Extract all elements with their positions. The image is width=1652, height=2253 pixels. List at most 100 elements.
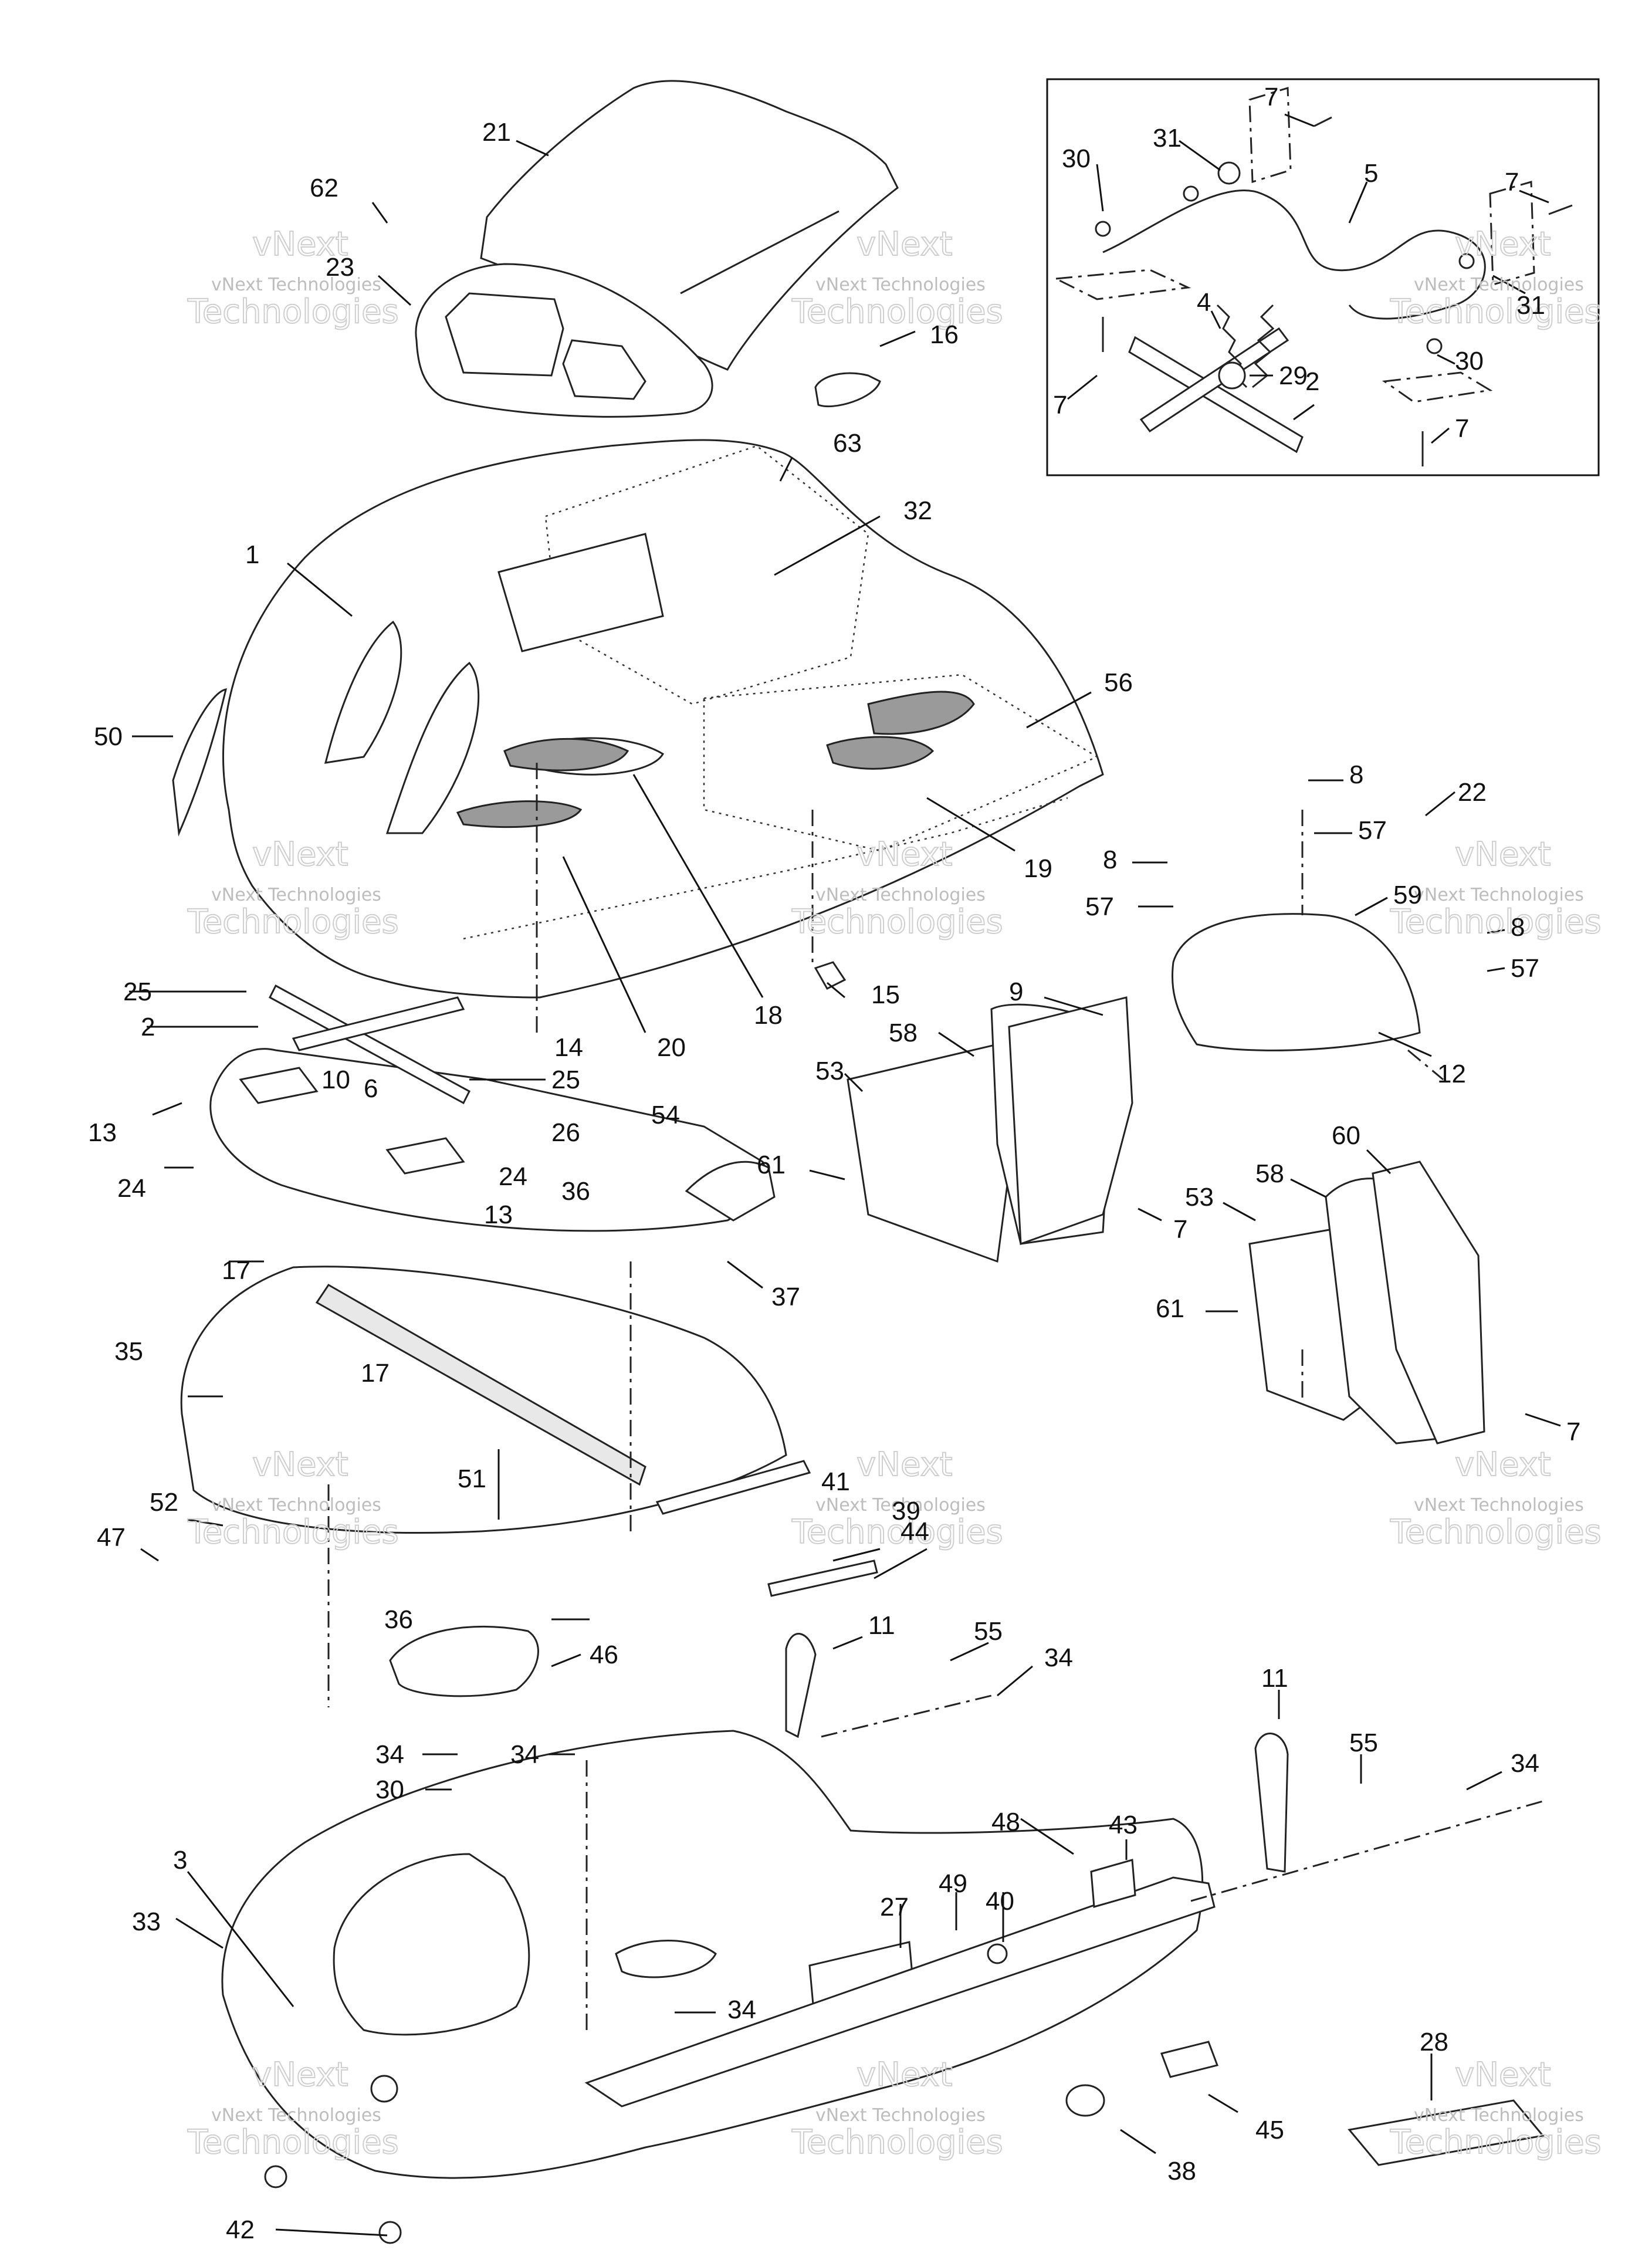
svg-text:vNext: vNext — [252, 1446, 348, 1484]
inset-plate-left — [1052, 269, 1191, 300]
callout-10: 10 — [321, 1065, 350, 1094]
svg-text:Technologies: Technologies — [1390, 293, 1602, 331]
callout-7b: 7 — [1566, 1418, 1580, 1446]
washer-40 — [987, 1943, 1008, 1964]
hood — [222, 439, 1104, 999]
callout-7c: 7 — [1264, 83, 1278, 111]
callout-2a: 2 — [141, 1013, 155, 1041]
hook-11a — [785, 1633, 817, 1738]
handle-16 — [814, 372, 881, 408]
svg-text:Technologies: Technologies — [791, 2123, 1003, 2161]
callout-4: 4 — [1197, 288, 1211, 317]
callout-54: 54 — [651, 1101, 680, 1129]
callout-19: 19 — [1024, 854, 1052, 883]
leader-lines — [129, 113, 1561, 2237]
callout-37: 37 — [771, 1283, 800, 1311]
svg-text:vNext Technologies: vNext Technologies — [815, 1495, 986, 1515]
callout-57c: 57 — [1511, 954, 1539, 983]
callout-29: 29 — [1279, 361, 1308, 390]
assembly-lines — [327, 763, 1543, 2036]
nut-42b — [378, 2221, 402, 2244]
support-rod-a — [269, 984, 470, 1105]
callout-36b: 36 — [384, 1605, 413, 1634]
watermark-9: vNext vNext Technologies Technologies — [1389, 1445, 1602, 1552]
callout-13b: 13 — [484, 1200, 513, 1229]
inset-frame — [1046, 78, 1600, 476]
watermark-11: vNext vNext Technologies Technologies — [791, 2055, 1004, 2162]
inset-detail — [1046, 78, 1600, 476]
callout-21: 21 — [482, 118, 511, 147]
svg-text:vNext: vNext — [857, 1446, 953, 1484]
callout-17a: 17 — [222, 1256, 250, 1285]
callout-57b: 57 — [1085, 892, 1114, 921]
inset-plate-right — [1382, 371, 1493, 403]
callout-55b: 55 — [1349, 1728, 1378, 1757]
callout-56: 56 — [1104, 668, 1133, 697]
plug-38 — [1065, 2084, 1105, 2117]
inset-spring-b — [1252, 304, 1275, 388]
hinge-plate-right — [385, 1137, 465, 1175]
svg-text:vNext: vNext — [857, 225, 953, 263]
inset-spring-anchor — [1218, 361, 1246, 390]
callout-28: 28 — [1420, 2028, 1448, 2056]
svg-text:Technologies: Technologies — [187, 2123, 399, 2161]
hood-vent-left-2 — [385, 661, 480, 834]
hood-grille-19a — [826, 736, 935, 770]
assembly-line-55a — [821, 1694, 992, 1738]
callout-38: 38 — [1167, 2157, 1196, 2186]
callout-9: 9 — [1009, 977, 1023, 1006]
inset-washer-b — [1183, 185, 1199, 202]
callout-48: 48 — [991, 1808, 1020, 1836]
callout-14: 14 — [554, 1033, 583, 1062]
support-group — [180, 984, 878, 1697]
inner-bulkhead — [333, 1853, 530, 2036]
callout-23: 23 — [326, 253, 354, 282]
watermark-line2: vNext Technologies — [211, 275, 381, 295]
svg-text:vNext Technologies: vNext Technologies — [1414, 275, 1584, 295]
callout-17b: 17 — [361, 1359, 390, 1388]
svg-text:Technologies: Technologies — [1390, 903, 1602, 941]
side-panels-group — [847, 913, 1485, 1445]
side-housing-12 — [1171, 913, 1421, 1051]
svg-text:Technologies: Technologies — [1390, 2123, 1602, 2161]
callout-61a: 61 — [757, 1151, 786, 1179]
strip-44 — [767, 1559, 878, 1597]
callout-53a: 53 — [815, 1057, 844, 1085]
callout-8c: 8 — [1511, 913, 1525, 942]
callout-34e: 34 — [727, 1995, 756, 2024]
callout-42: 42 — [226, 2215, 255, 2244]
watermark-10: vNext vNext Technologies Technologies — [187, 2055, 400, 2162]
svg-text:vNext Technologies: vNext Technologies — [1414, 885, 1584, 905]
callout-53b: 53 — [1185, 1183, 1214, 1212]
callout-26: 26 — [551, 1118, 580, 1147]
svg-text:vNext: vNext — [252, 835, 348, 874]
inset-grommet-a — [1217, 161, 1241, 185]
svg-text:vNext Technologies: vNext Technologies — [815, 885, 986, 905]
callout-49: 49 — [939, 1869, 967, 1898]
callout-59: 59 — [1393, 881, 1422, 909]
nut-42a — [264, 2165, 287, 2188]
hood-decal-56 — [703, 674, 1099, 852]
front-support — [209, 1048, 767, 1232]
callout-8a: 8 — [1349, 760, 1363, 789]
callout-63: 63 — [833, 429, 862, 458]
callout-34d: 34 — [1511, 1749, 1539, 1778]
callout-12: 12 — [1437, 1060, 1466, 1088]
hood-grille-18 — [503, 738, 629, 772]
assembly-line-34d — [1190, 1800, 1543, 1902]
hood-group — [172, 439, 1104, 999]
side-grille-9 — [1008, 996, 1133, 1246]
belly-pan-group — [221, 1633, 1545, 2244]
watermark-8: vNext vNext Technologies Technologies — [791, 1445, 1004, 1552]
svg-text:Technologies: Technologies — [187, 903, 399, 941]
callout-34c: 34 — [510, 1740, 539, 1769]
hood-grille-19b — [867, 691, 975, 735]
watermark-1: vNext vNext Technologies Technologies — [187, 225, 400, 331]
svg-text:vNext: vNext — [1455, 2056, 1551, 2094]
callout-16: 16 — [930, 320, 959, 349]
reflector-45 — [1160, 2041, 1218, 2078]
inset-bracket-right — [1489, 181, 1535, 286]
callout-50: 50 — [94, 722, 123, 751]
svg-text:vNext: vNext — [1455, 225, 1551, 263]
hood-decal-lower — [463, 797, 1068, 940]
